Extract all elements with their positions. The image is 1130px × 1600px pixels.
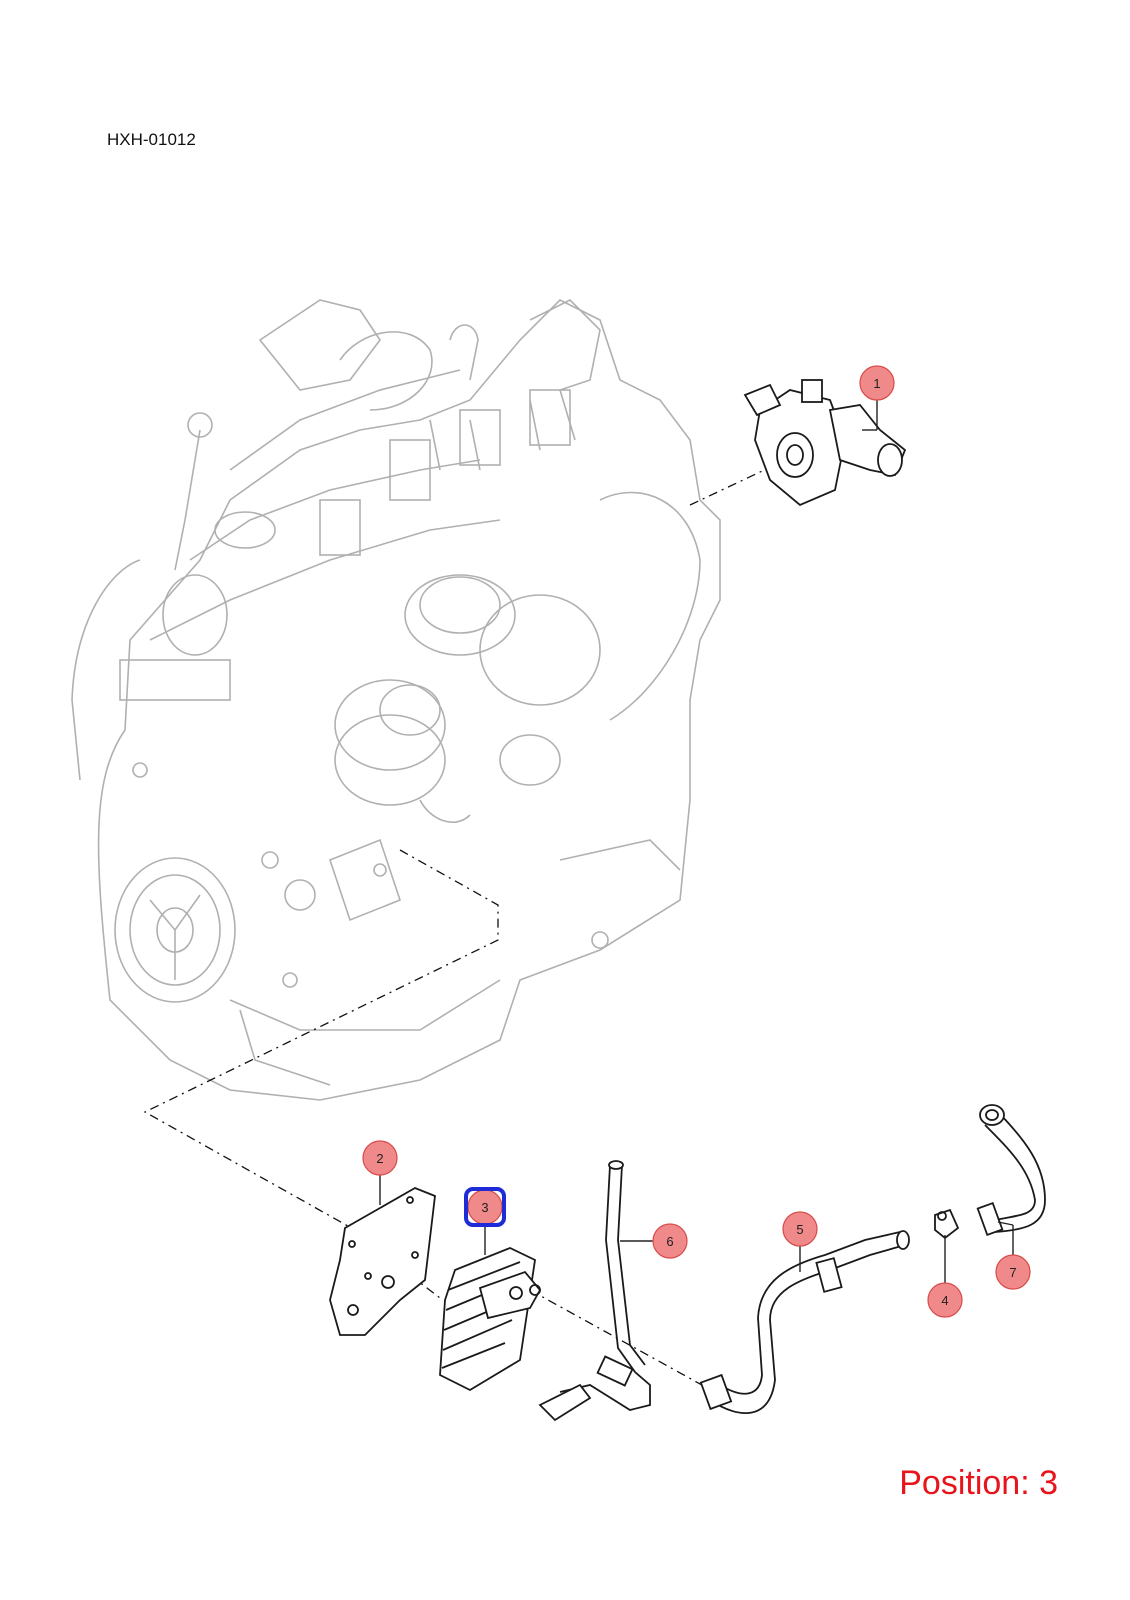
gasket-plate[interactable] bbox=[329, 1187, 436, 1336]
upper-hose[interactable] bbox=[976, 1104, 1046, 1237]
callout-5-label: 5 bbox=[796, 1222, 803, 1237]
callout-5[interactable]: 5 bbox=[782, 1211, 818, 1247]
callout-7-label: 7 bbox=[1009, 1265, 1016, 1280]
oil-cooler[interactable] bbox=[439, 1247, 542, 1392]
callout-1-label: 1 bbox=[873, 376, 880, 391]
callout-4[interactable]: 4 bbox=[927, 1282, 963, 1318]
callout-2-label: 2 bbox=[376, 1151, 383, 1166]
callout-7[interactable]: 7 bbox=[995, 1254, 1031, 1290]
diagram-code: HXH-01012 bbox=[107, 130, 196, 149]
callout-1[interactable]: 1 bbox=[859, 365, 895, 401]
selection-highlight bbox=[464, 1187, 506, 1227]
callout-4-label: 4 bbox=[941, 1293, 948, 1308]
callout-3-label: 3 bbox=[481, 1200, 488, 1215]
callout-2[interactable]: 2 bbox=[362, 1140, 398, 1176]
callout-6-label: 6 bbox=[666, 1234, 673, 1249]
position-label: Position: 3 bbox=[899, 1464, 1058, 1502]
engine-illustration bbox=[71, 299, 721, 1101]
callout-3[interactable]: 3 bbox=[464, 1187, 506, 1227]
coolant-pipe[interactable] bbox=[538, 1160, 651, 1422]
assembly-lines bbox=[143, 464, 776, 1396]
coolant-hose[interactable] bbox=[699, 1230, 910, 1414]
callout-6[interactable]: 6 bbox=[652, 1223, 688, 1259]
hose-clamp[interactable] bbox=[934, 1208, 960, 1240]
leader-lines bbox=[379, 400, 1014, 1283]
thermostat-housing[interactable] bbox=[743, 379, 907, 507]
